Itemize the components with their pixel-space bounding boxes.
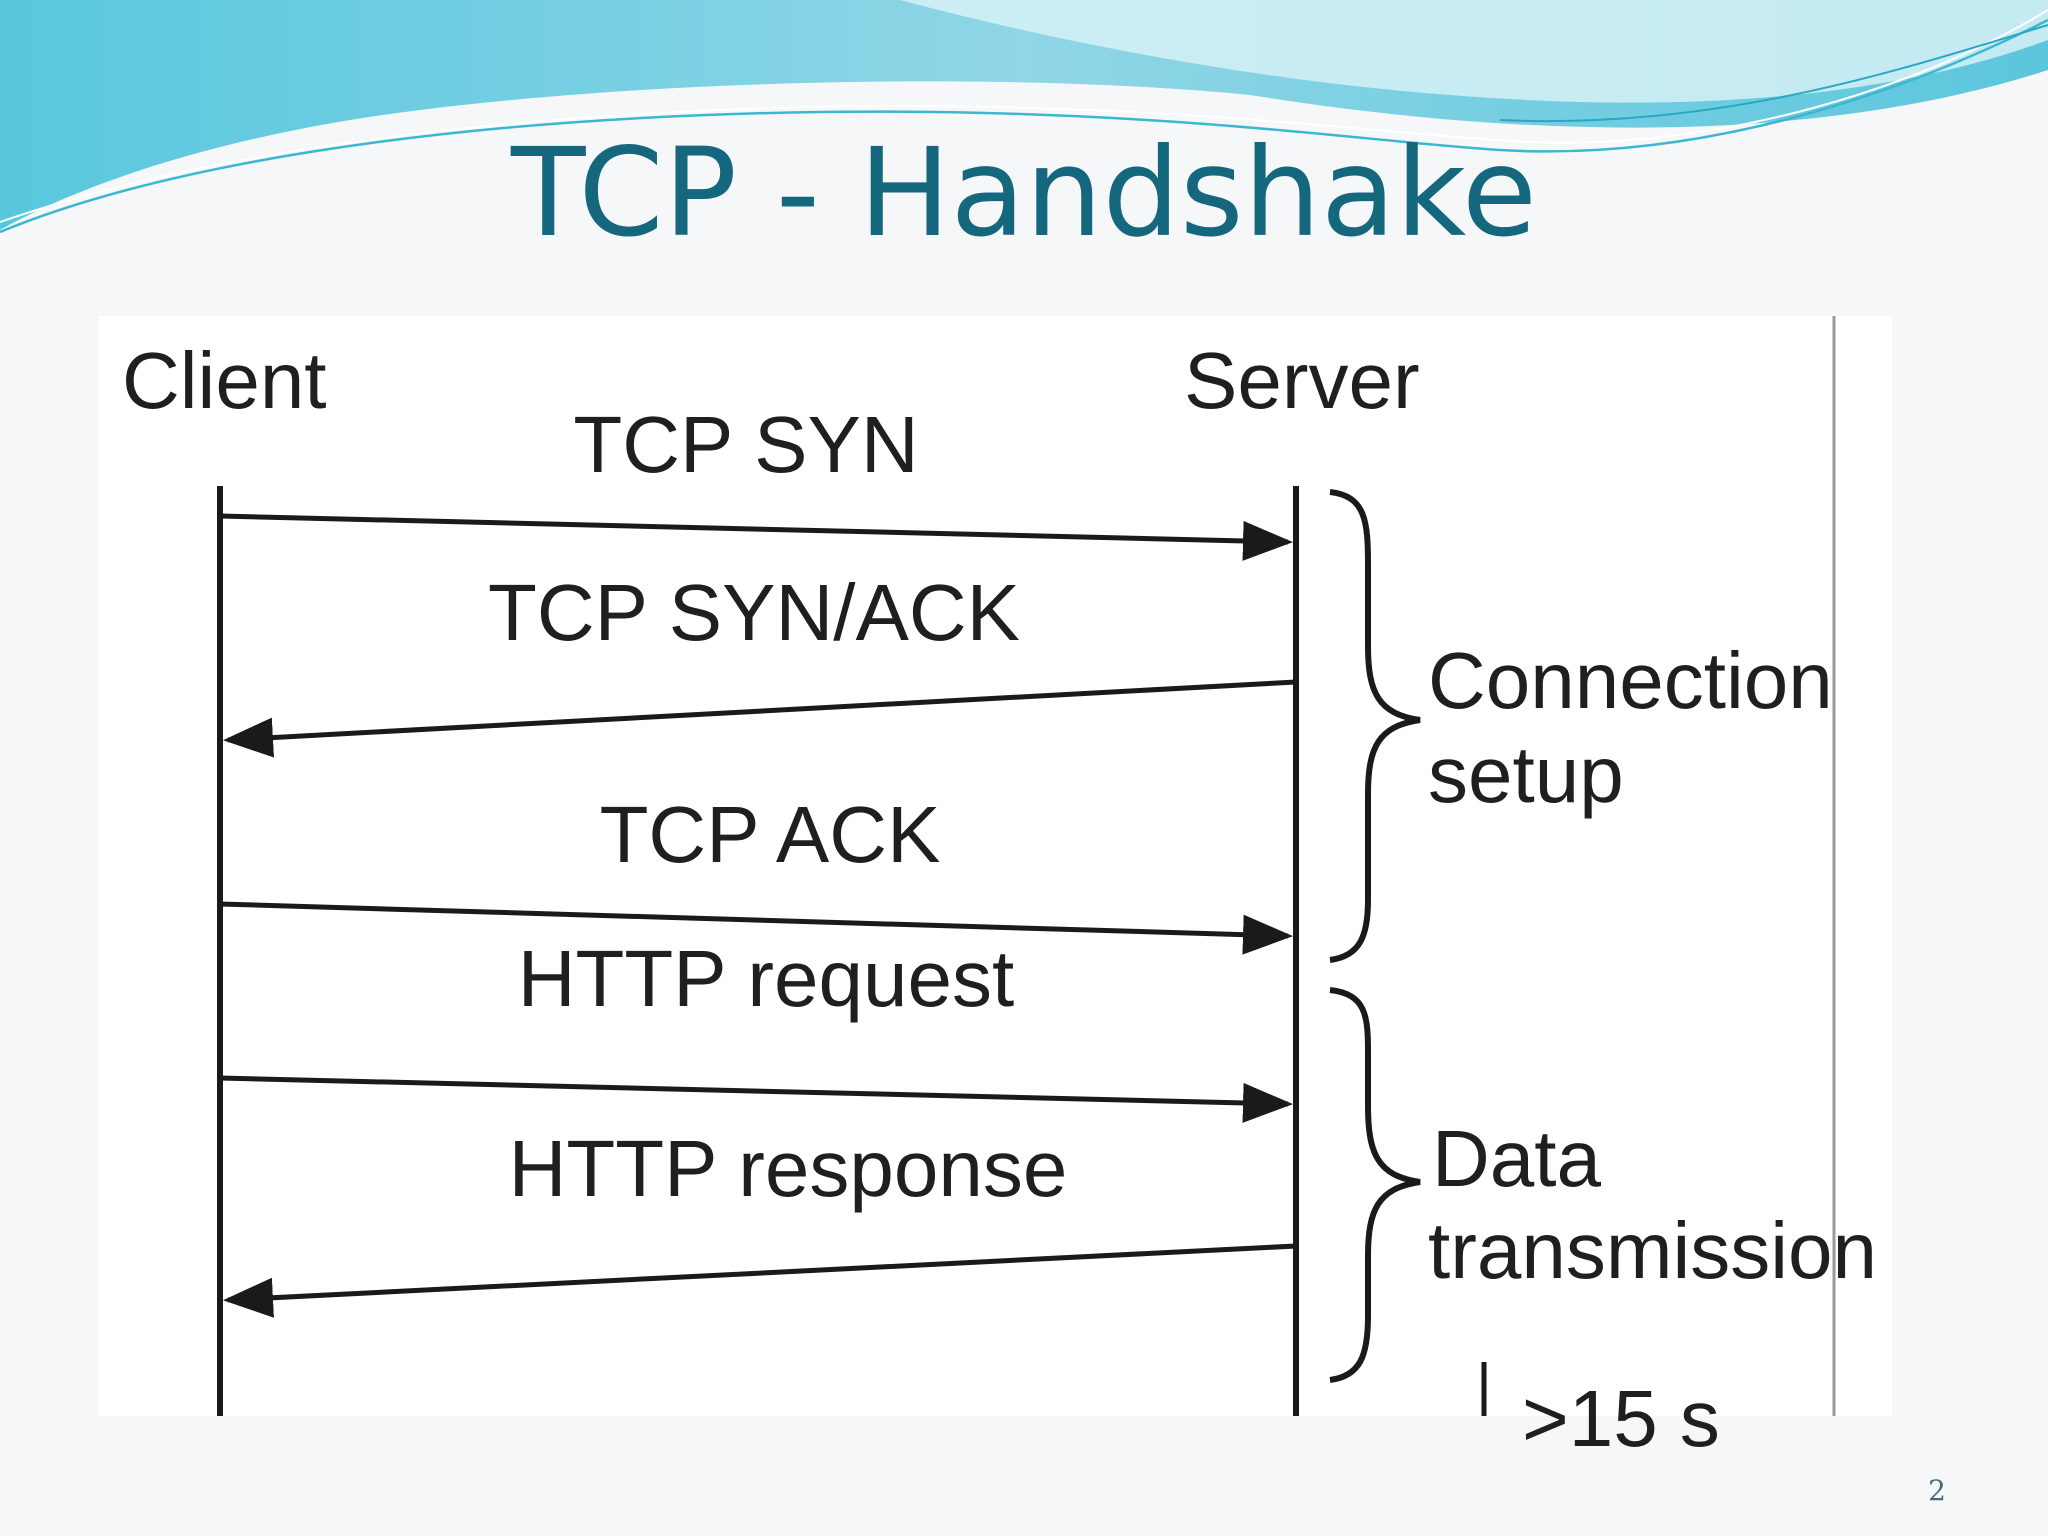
client-label: Client (122, 336, 327, 425)
phase-label-data: Data (1432, 1114, 1601, 1203)
phase-label-transmission: transmission (1428, 1206, 1877, 1295)
message-label-tcp-ack: TCP ACK (600, 790, 941, 879)
sequence-diagram-canvas: Client Server TCP SYN TCP SYN/ACK TCP AC… (122, 316, 1877, 1463)
server-label: Server (1184, 336, 1420, 425)
phase-label-setup: setup (1428, 730, 1624, 819)
message-arrow-tcp-syn (219, 513, 1293, 561)
message-arrow-http-response (223, 1243, 1297, 1318)
message-label-tcp-syn: TCP SYN (573, 400, 918, 489)
page-number: 2 (1928, 1474, 1946, 1507)
data-transmission-brace (1329, 987, 1421, 1383)
phase-label-connection: Connection (1428, 636, 1833, 725)
message-label-tcp-syn-ack: TCP SYN/ACK (488, 568, 1020, 657)
sequence-diagram: Client Server TCP SYN TCP SYN/ACK TCP AC… (98, 316, 1892, 1463)
message-label-http-request: HTTP request (518, 934, 1014, 1023)
message-label-http-response: HTTP response (509, 1124, 1068, 1213)
duration-annotation-cropped: >15 s (1522, 1374, 1720, 1463)
slide-title: TCP - Handshake (511, 122, 1537, 264)
message-arrow-tcp-ack (219, 901, 1293, 955)
header-wave-decoration (0, 0, 2048, 234)
message-arrow-http-request (219, 1075, 1293, 1123)
message-arrow-tcp-syn-ack (223, 679, 1297, 758)
connection-setup-brace (1329, 489, 1421, 963)
